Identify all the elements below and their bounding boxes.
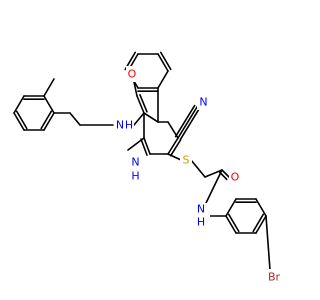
bond-25-line-1 <box>159 51 172 71</box>
bond-5-line-1 <box>15 110 28 130</box>
bond-11-line-0 <box>136 95 145 114</box>
bond-32 <box>204 169 223 178</box>
atom-o-amide-label: O <box>128 68 137 81</box>
bond-16-line-0 <box>143 137 151 155</box>
atom-n-cyano: N <box>197 95 210 110</box>
bond-39-line-1 <box>252 213 265 233</box>
bond-22-line-1 <box>177 106 198 139</box>
atom-n-anilide-label: N <box>197 203 205 216</box>
atom-o-acetamide-label: O <box>231 171 240 184</box>
bond-21 <box>143 112 159 123</box>
bond-33-line-0 <box>221 169 230 178</box>
bond-42 <box>265 215 271 271</box>
atom-n-anilide-h-label: H <box>197 216 205 229</box>
bond-8 <box>69 112 81 126</box>
atom-br: Br <box>264 269 284 286</box>
bond-25-line-0 <box>157 53 169 72</box>
bond-39-line-0 <box>255 215 267 234</box>
molecule-structure: N H O N N H S O N H <box>13 51 284 286</box>
bond-0 <box>13 95 25 114</box>
bond-24 <box>157 70 169 89</box>
bond-10 <box>133 112 145 126</box>
bond-3-line-1 <box>40 110 53 130</box>
bond-30 <box>167 153 182 161</box>
atom-o-acetamide: O <box>229 169 241 185</box>
bond-18-line-0 <box>167 137 179 155</box>
atom-label-layer: N H O N N H S O N H <box>114 66 284 286</box>
bond-41-line-1 <box>227 213 240 233</box>
bond-38 <box>255 198 267 217</box>
bond-12 <box>133 81 138 97</box>
bond-2 <box>43 95 55 114</box>
bond-22-line-2 <box>179 107 201 141</box>
bond-6 <box>43 78 55 97</box>
atom-n-amide-h-label: H <box>125 119 133 132</box>
bond-41-line-0 <box>225 215 237 234</box>
bond-18-line-1 <box>169 138 182 157</box>
atom-n-amide: N H <box>114 117 134 133</box>
bond-34 <box>205 169 223 204</box>
atom-br-label: Br <box>268 271 281 284</box>
bond-22-line-0 <box>174 104 196 138</box>
atom-n-ring-h-label: H <box>131 170 139 183</box>
bond-16-line-1 <box>140 138 148 156</box>
atom-s-label: S <box>183 154 190 167</box>
atom-o-amide: O <box>126 66 138 82</box>
bond-36 <box>225 198 237 217</box>
bond-3-line-0 <box>43 112 55 131</box>
bond-5-line-0 <box>13 112 25 131</box>
atom-n-anilide: N H <box>193 203 210 231</box>
atom-n-ring-label: N <box>131 156 139 169</box>
bond-11-line-1 <box>139 93 148 113</box>
atom-n-cyano-label: N <box>199 96 207 109</box>
atom-s: S <box>180 152 192 168</box>
atom-n-ring: N H <box>128 155 143 183</box>
atom-n-amide-label: N <box>116 119 124 132</box>
bond-31 <box>190 159 206 178</box>
